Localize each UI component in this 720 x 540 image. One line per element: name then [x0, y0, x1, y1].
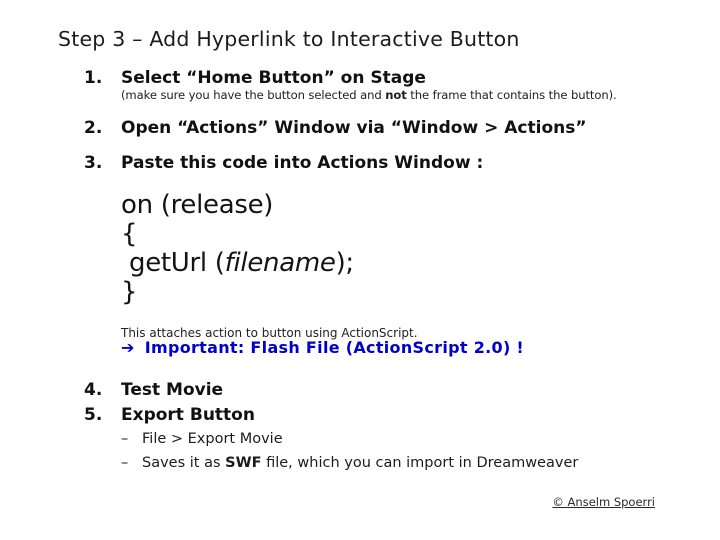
step-5-sub-item-2-post: file, which you can import in Dreamweave…: [261, 455, 579, 471]
step-3: 3. Paste this code into Actions Window :: [84, 153, 684, 173]
code-line-3: getUrl (filename);: [121, 249, 354, 278]
step-3-label: Paste this code into Actions Window :: [121, 153, 484, 173]
step-5-sub-item-2-pre: Saves it as: [142, 455, 226, 471]
dash-bullet: –: [121, 431, 129, 447]
step-5-sub-item-2-text: Saves it as SWF file, which you can impo…: [142, 455, 578, 471]
code-line-3-post: );: [335, 248, 355, 278]
step-4-label: Test Movie: [121, 380, 224, 400]
step-2-number: 2.: [84, 118, 103, 138]
step-5-sub-item-1-text: File > Export Movie: [142, 431, 283, 447]
important-note: ➔ Important: Flash File (ActionScript 2.0…: [121, 338, 524, 357]
step-1-label: Select “Home Button” on Stage: [121, 68, 426, 88]
step-2: 2. Open “Actions” Window via “Window > A…: [84, 118, 684, 138]
slide-title: Step 3 – Add Hyperlink to Interactive Bu…: [58, 27, 520, 51]
right-arrow-icon: ➔: [121, 338, 135, 357]
step-5-number: 5.: [84, 405, 103, 425]
code-line-4: }: [121, 277, 138, 307]
step-1-note-post: the frame that contains the button).: [406, 88, 617, 102]
code-caption: This attaches action to button using Act…: [121, 326, 418, 340]
step-4-number: 4.: [84, 380, 103, 400]
step-5-sub-item-2: – Saves it as SWF file, which you can im…: [121, 455, 681, 473]
dash-bullet: –: [121, 455, 129, 471]
step-5-sub-item-2-emphasis: SWF: [225, 455, 262, 471]
copyright-credit-link[interactable]: © Anselm Spoerri: [552, 495, 655, 509]
step-3-number: 3.: [84, 153, 103, 173]
step-4: 4. Test Movie: [84, 380, 684, 400]
step-1-note: (make sure you have the button selected …: [121, 88, 617, 102]
important-note-text: Important: Flash File (ActionScript 2.0)…: [144, 338, 525, 357]
step-5-label: Export Button: [121, 405, 255, 425]
step-1-number: 1.: [84, 68, 103, 88]
code-line-2: {: [121, 219, 138, 249]
step-1-note-pre: (make sure you have the button selected …: [121, 88, 386, 102]
code-line-3-pre: getUrl (: [129, 248, 225, 278]
code-line-3-argument: filename: [224, 248, 336, 278]
actionscript-code-block: on (release) { getUrl (filename); }: [121, 191, 354, 307]
step-5: 5. Export Button: [84, 405, 684, 425]
step-1: 1. Select “Home Button” on Stage: [84, 68, 684, 88]
step-5-sub-item-1: – File > Export Movie: [121, 431, 681, 449]
step-1-note-emphasis: not: [385, 88, 407, 102]
code-line-1: on (release): [121, 190, 274, 220]
step-2-label: Open “Actions” Window via “Window > Acti…: [121, 118, 587, 138]
